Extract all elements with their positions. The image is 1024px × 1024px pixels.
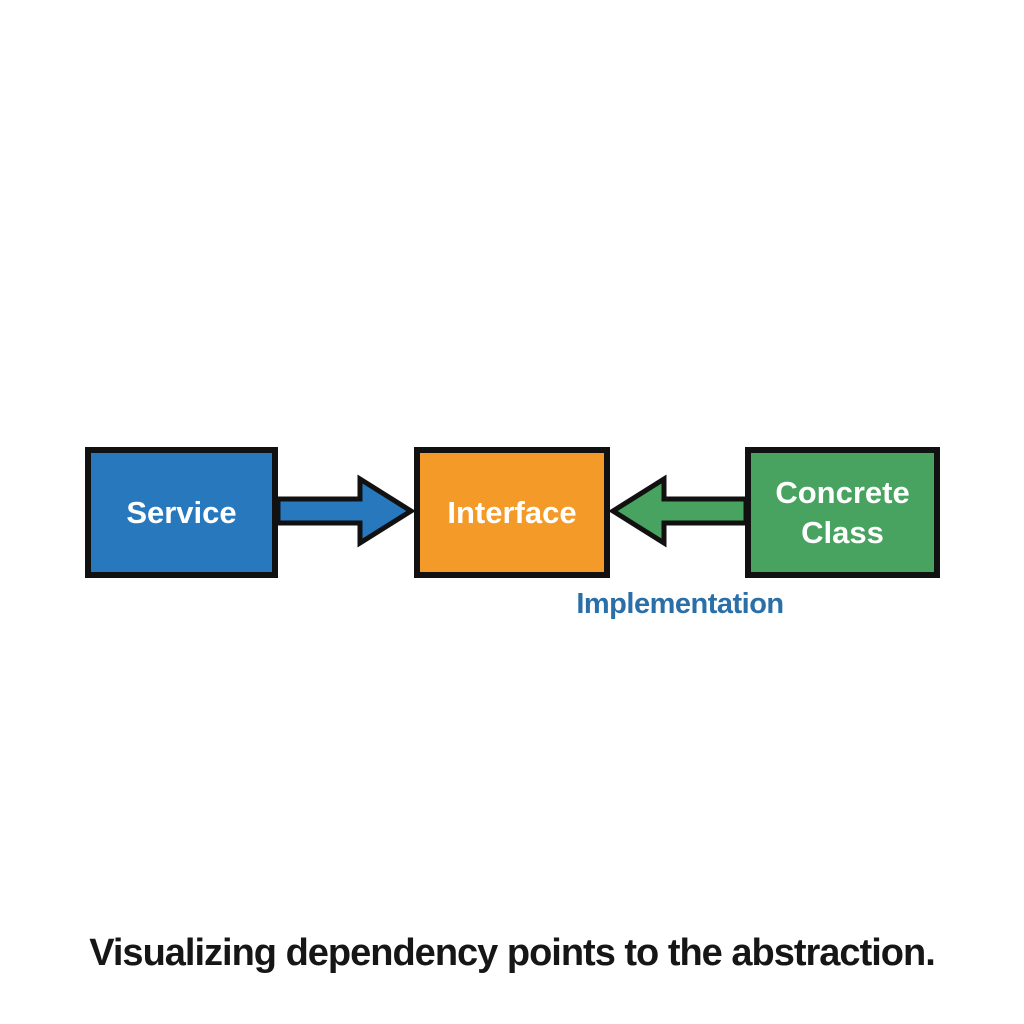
interface-box: Interface bbox=[414, 447, 610, 578]
concrete-class-box: Concrete Class bbox=[745, 447, 940, 578]
service-box-label: Service bbox=[126, 494, 237, 530]
service-box: Service bbox=[85, 447, 278, 578]
concrete-class-box-label: Concrete Class bbox=[775, 474, 910, 550]
arrow-shape bbox=[275, 474, 416, 548]
dependency-arrow-right-icon bbox=[275, 474, 416, 548]
arrow-shape bbox=[608, 474, 749, 548]
diagram-caption: Visualizing dependency points to the abs… bbox=[89, 932, 936, 974]
implementation-arrow-label: Implementation bbox=[576, 588, 784, 620]
interface-box-label: Interface bbox=[447, 494, 577, 530]
implementation-arrow-left-icon bbox=[608, 474, 749, 548]
